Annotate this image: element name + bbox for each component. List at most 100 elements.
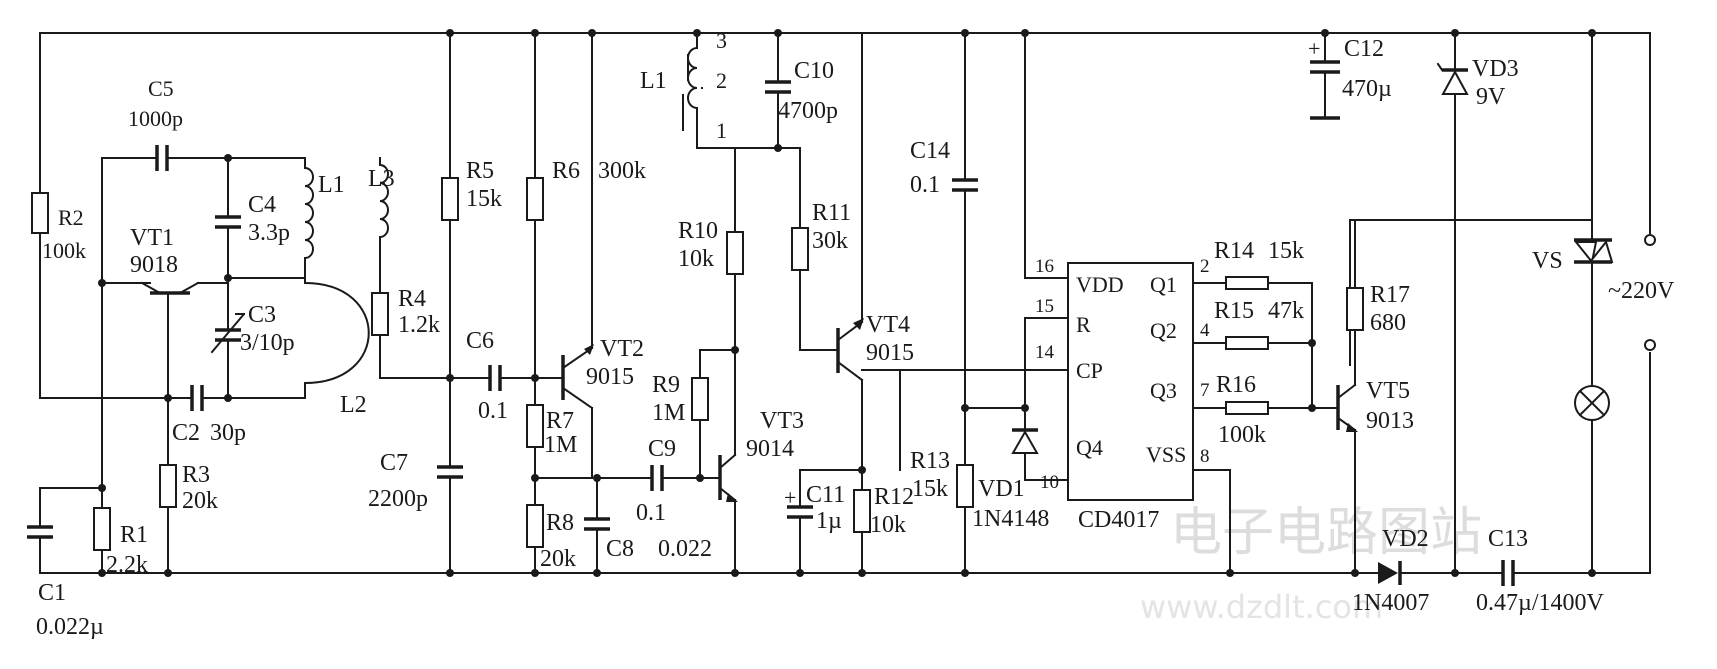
value-c13: 0.47µ/1400V <box>1476 590 1604 616</box>
pin-q3-label: Q3 <box>1150 378 1177 403</box>
resistor-r8 <box>526 504 544 574</box>
tap-3: 3 <box>716 28 727 53</box>
label-c1: C1 <box>38 580 66 606</box>
label-c11: C11 <box>806 482 845 508</box>
capacitor-c12: + <box>1308 32 1340 120</box>
ic-cd4017 <box>1067 262 1194 501</box>
pin-r-label: R <box>1076 312 1091 337</box>
value-r2: 100k <box>42 238 86 263</box>
label-mains: ~220V <box>1608 278 1675 304</box>
value-vt5: 9013 <box>1366 408 1414 434</box>
label-c12: C12 <box>1344 36 1384 62</box>
pin-2: 2 <box>1200 256 1210 277</box>
label-r4: R4 <box>398 286 426 312</box>
triac-vs <box>1573 32 1614 386</box>
value-vt3: 9014 <box>746 436 794 462</box>
watermark-cn: 电子电路图站 <box>1170 503 1482 563</box>
value-r14: 15k <box>1268 238 1304 264</box>
label-vt3: VT3 <box>760 408 804 434</box>
value-vt1: 9018 <box>130 252 178 278</box>
label-c10: C10 <box>794 58 834 84</box>
svg-text:+: + <box>784 485 796 510</box>
resistor-r7 <box>526 404 544 506</box>
resistor-r12 <box>853 469 871 574</box>
value-c11: 1µ <box>816 508 842 534</box>
lamp-icon <box>1574 385 1610 574</box>
value-vd1: 1N4148 <box>972 506 1049 532</box>
resistor-r16 <box>1192 401 1339 415</box>
resistor-r2 <box>31 192 49 234</box>
label-vt2: VT2 <box>600 336 644 362</box>
capacitor-c11: + <box>784 469 863 574</box>
tap-1: 1 <box>716 118 727 143</box>
value-vd3: 9V <box>1476 84 1506 110</box>
pin-vdd-label: VDD <box>1076 272 1124 297</box>
resistor-r17 <box>1346 219 1593 381</box>
value-c10: 4700p <box>778 98 838 124</box>
value-c5: 1000p <box>128 106 183 131</box>
label-l3: L3 <box>368 166 395 192</box>
label-r1: R1 <box>120 522 148 548</box>
resistor-r6 <box>526 32 544 406</box>
value-r12: 10k <box>870 512 906 538</box>
capacitor-c4 <box>215 157 241 284</box>
resistor-r11 <box>777 147 839 351</box>
resistor-r5 <box>441 32 459 466</box>
resistor-r10 <box>726 147 744 351</box>
label-vd1: VD1 <box>978 476 1025 502</box>
label-r7: R7 <box>546 408 574 434</box>
value-c9: 0.1 <box>636 500 666 526</box>
label-r13: R13 <box>910 448 950 474</box>
pin-4: 4 <box>1200 320 1210 341</box>
label-l2: L2 <box>340 392 367 418</box>
pin-10: 10 <box>1040 472 1059 493</box>
label-vt5: VT5 <box>1366 378 1410 404</box>
diode-vd2 <box>1378 561 1402 585</box>
value-c2: 30p <box>210 420 246 446</box>
label-r12: R12 <box>874 484 914 510</box>
pin-7: 7 <box>1200 380 1210 401</box>
value-r10: 10k <box>678 246 714 272</box>
value-r4: 1.2k <box>398 312 440 338</box>
value-r6: 300k <box>598 158 646 184</box>
value-vt2: 9015 <box>586 364 634 390</box>
mains-terminals <box>1644 234 1656 351</box>
value-c12: 470µ <box>1342 76 1392 102</box>
value-r5: 15k <box>466 186 502 212</box>
label-vt4: VT4 <box>866 312 910 338</box>
pin-14: 14 <box>1035 342 1055 363</box>
capacitor-c8 <box>584 477 610 574</box>
value-r13: 15k <box>912 476 948 502</box>
label-l1-osc: L1 <box>318 172 345 198</box>
label-c9: C9 <box>648 436 676 462</box>
inductor-l3 <box>378 157 389 294</box>
value-r3: 20k <box>182 488 218 514</box>
resistor-r14 <box>1192 276 1313 409</box>
capacitor-c5 <box>101 145 306 171</box>
inductor-l2-loop <box>303 281 370 399</box>
transistor-vt2 <box>534 32 594 479</box>
label-r17: R17 <box>1370 282 1410 308</box>
value-c6: 0.1 <box>478 398 508 424</box>
value-c14: 0.1 <box>910 172 940 198</box>
resistor-r4 <box>371 292 451 379</box>
label-c2: C2 <box>172 420 200 446</box>
label-r16: R16 <box>1216 372 1256 398</box>
pin-q1-label: Q1 <box>1150 272 1177 297</box>
label-r8: R8 <box>546 510 574 536</box>
label-c13: C13 <box>1488 526 1528 552</box>
inductor-l1-osc <box>227 157 314 284</box>
transistor-vt4 <box>836 32 864 471</box>
label-r11: R11 <box>812 200 851 226</box>
label-c5: C5 <box>148 76 174 101</box>
label-vd3: VD3 <box>1472 56 1519 82</box>
label-c14: C14 <box>910 138 950 164</box>
label-vt1: VT1 <box>130 225 174 251</box>
label-c8: C8 <box>606 536 634 562</box>
label-vs: VS <box>1532 248 1563 274</box>
pin-15: 15 <box>1035 296 1054 317</box>
resistor-r1 <box>93 507 111 551</box>
resistor-r3 <box>159 397 177 574</box>
tap-2: 2 <box>716 68 727 93</box>
label-r5: R5 <box>466 158 494 184</box>
